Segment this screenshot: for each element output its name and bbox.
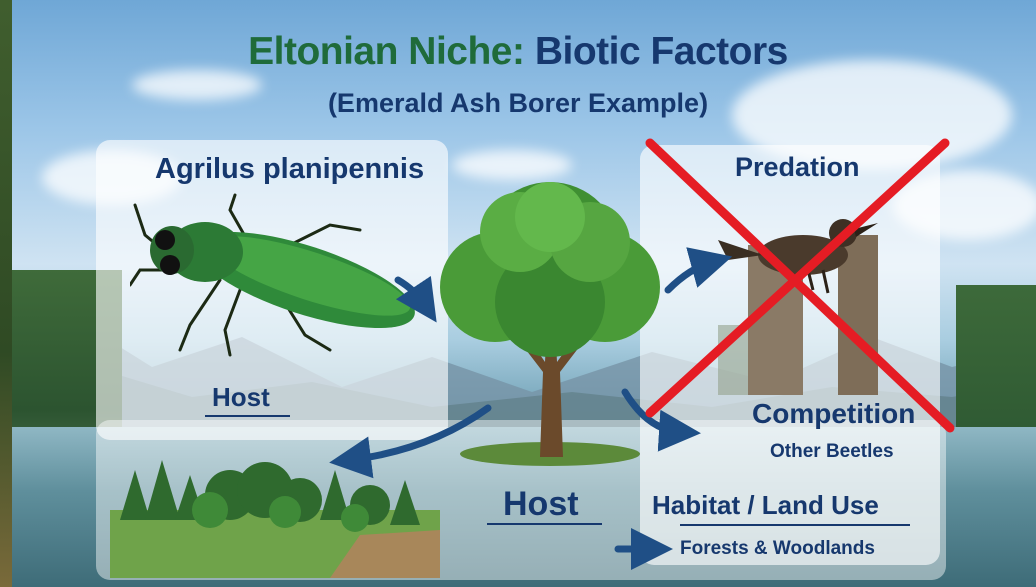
ash-tree-icon — [440, 182, 660, 466]
title-part-1: Eltonian Niche: — [248, 30, 525, 73]
competition-sub-label: Other Beetles — [770, 441, 894, 462]
emerald-ash-borer-beetle-icon — [130, 193, 415, 357]
host-center-underline — [487, 523, 602, 525]
predation-label: Predation — [735, 152, 860, 182]
host-center-label: Host — [503, 485, 579, 523]
species-label: Agrilus planipennis — [155, 153, 425, 185]
habitat-sub-label: Forests & Woodlands — [680, 538, 875, 559]
habitat-underline — [680, 524, 910, 526]
forest-right — [956, 285, 1036, 435]
forest-meadow-icon — [110, 460, 440, 578]
page-subtitle: (Emerald Ash Borer Example) — [327, 88, 709, 118]
page-title: Eltonian Niche: Biotic Factors — [0, 30, 1036, 74]
competition-label: Competition — [752, 398, 916, 429]
host-left-underline — [205, 415, 290, 417]
red-x-cross-icon — [645, 138, 955, 433]
title-part-2: Biotic Factors — [534, 30, 789, 73]
host-left-label: Host — [212, 382, 270, 412]
left-edge-strip — [0, 0, 12, 587]
habitat-label: Habitat / Land Use — [652, 490, 879, 520]
